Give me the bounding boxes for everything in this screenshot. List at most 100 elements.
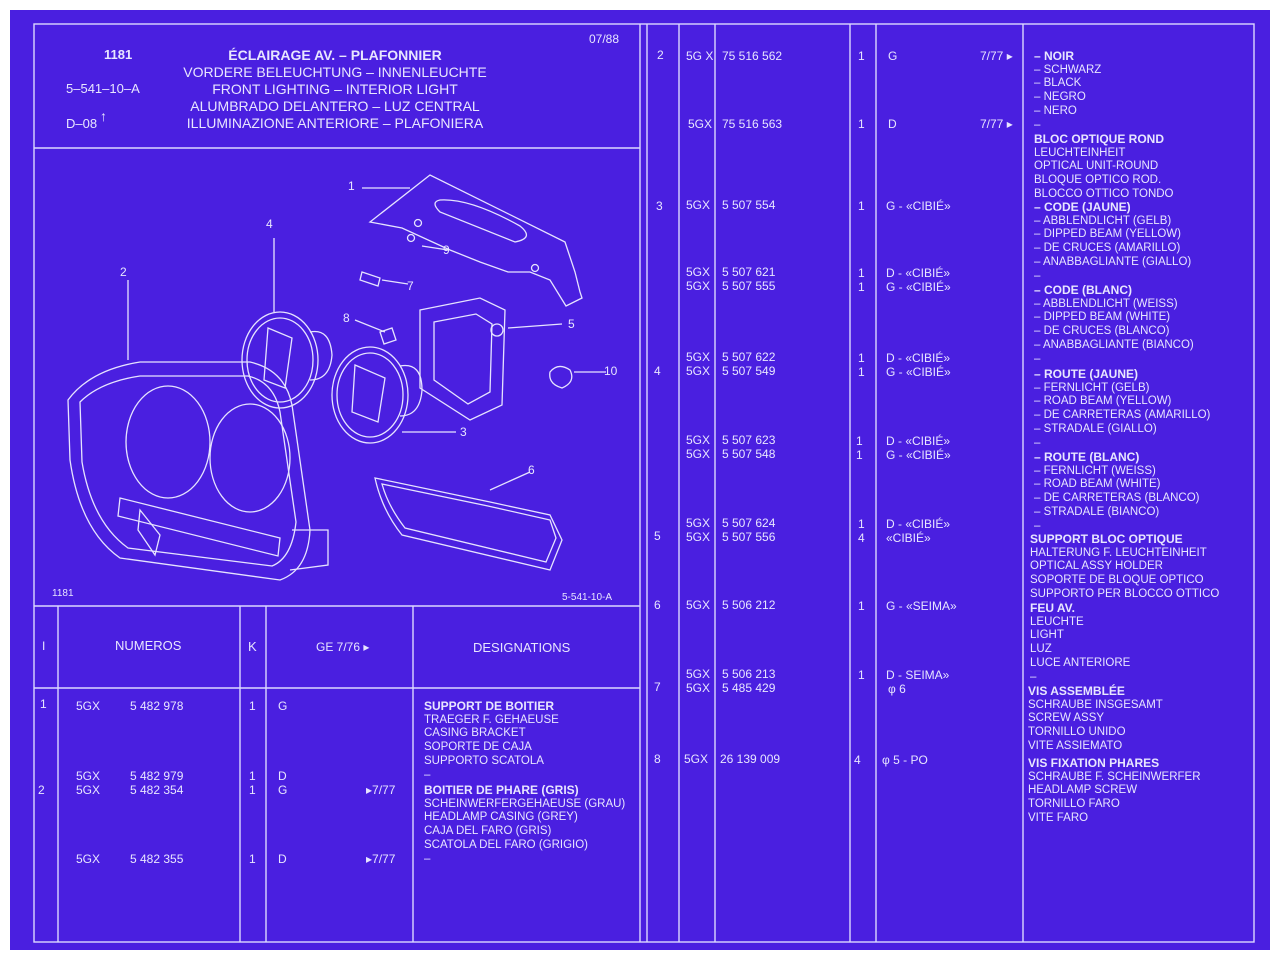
- row-number: 75 516 562: [722, 49, 783, 63]
- designation-line: BLOCCO OTTICO TONDO: [1034, 187, 1174, 200]
- designation-line: TORNILLO UNIDO: [1028, 726, 1126, 739]
- row-k: 1: [858, 668, 865, 682]
- column-header-designations: DESIGNATIONS: [473, 640, 571, 655]
- callout-4: 4: [266, 217, 273, 231]
- row-prefix: 5GX: [76, 769, 101, 783]
- designation-line: – ABBLENDLICHT (GELB): [1034, 214, 1172, 227]
- designation-line: –: [1034, 352, 1041, 365]
- designation-line: – DIPPED BEAM (YELLOW): [1034, 228, 1181, 241]
- row-k: 1: [858, 280, 865, 294]
- arrow-up-icon: ↑: [100, 108, 107, 124]
- row-k: 1: [858, 49, 865, 63]
- designation-line: – DIPPED BEAM (WHITE): [1034, 311, 1171, 324]
- row-index: 7: [654, 680, 661, 694]
- row-date: ▸7/77: [366, 783, 396, 797]
- row-prefix: 5GX: [686, 364, 711, 378]
- column-header-ge: GE 7/76 ▸: [316, 640, 370, 654]
- row-k: 1: [249, 699, 256, 713]
- row-number: 5 507 548: [722, 447, 776, 461]
- designation-line: SCREW ASSY: [1028, 712, 1105, 725]
- row-ge: G - «CIBIÉ»: [886, 365, 951, 379]
- row-ge: D - SEIMA»: [886, 668, 950, 682]
- designation-line: – ANABBAGLIANTE (GIALLO): [1034, 255, 1192, 268]
- row-ge: D: [888, 117, 897, 131]
- designation-line: BLOQUE OPTICO ROD.: [1034, 174, 1162, 187]
- designation-block-noir: – NOIR – SCHWARZ – BLACK – NEGRO – NERO …: [1034, 49, 1101, 132]
- designation-line: – DE CARRETERAS (AMARILLO): [1034, 409, 1211, 422]
- designation-line: – FERNLICHT (WEISS): [1034, 464, 1156, 477]
- row-ge: G - «CIBIÉ»: [886, 280, 951, 294]
- title-de: VORDERE BELEUCHTUNG – INNENLEUCHTE: [183, 64, 487, 80]
- row-k: 1: [858, 365, 865, 379]
- row-number: 5 507 622: [722, 350, 776, 364]
- row-date: ▸7/77: [366, 852, 396, 866]
- row-k: 4: [854, 753, 861, 767]
- designation-line: TRAEGER F. GEHAEUSE: [424, 713, 559, 726]
- row-ge: D - «CIBIÉ»: [886, 517, 951, 531]
- row-number: 5 507 623: [722, 433, 776, 447]
- designation-line: SOPORTE DE BLOQUE OPTICO: [1030, 574, 1204, 587]
- row-k: 1: [858, 117, 865, 131]
- row-number: 5 507 624: [722, 516, 776, 530]
- designation-head: FEU AV.: [1030, 601, 1075, 615]
- row-ge: φ 5 - PO: [882, 753, 928, 767]
- row-prefix: 5GX: [686, 447, 711, 461]
- designation-line: – STRADALE (BIANCO): [1034, 505, 1160, 518]
- callout-1: 1: [348, 179, 355, 193]
- frame-and-diagram: [33, 23, 1255, 943]
- designation-block-feu-av: FEU AV. LEUCHTE LIGHT LUZ LUCE ANTERIORE…: [1030, 601, 1131, 684]
- designation-line: LEUCHTE: [1030, 615, 1084, 628]
- header-code: 1181: [104, 47, 133, 62]
- designation-head: – ROUTE (BLANC): [1034, 450, 1140, 464]
- row-index: 4: [654, 364, 661, 378]
- designation-block-route-jaune: – ROUTE (JAUNE) – FERNLICHT (GELB) – ROA…: [1034, 367, 1211, 450]
- row-index: 3: [656, 199, 663, 213]
- row-date: 7/77 ▸: [980, 49, 1013, 63]
- designation-head: SUPPORT BLOC OPTIQUE: [1030, 532, 1183, 546]
- row-ge: G - «CIBIÉ»: [886, 448, 951, 462]
- row-ge: G: [278, 783, 288, 797]
- designation-line: LUZ: [1030, 643, 1052, 656]
- row-prefix: 5GX: [686, 516, 711, 530]
- designation-block-code-blanc: – CODE (BLANC) – ABBLENDLICHT (WEISS) – …: [1034, 283, 1194, 366]
- outer-border: [33, 23, 1255, 943]
- designation-line: CASING BRACKET: [424, 727, 526, 740]
- designation-line: TORNILLO FARO: [1028, 798, 1120, 811]
- row-prefix: 5GX: [76, 852, 101, 866]
- designation-line: LUCE ANTERIORE: [1030, 656, 1131, 669]
- callout-3: 3: [460, 425, 467, 439]
- row-number: 5 482 354: [130, 783, 184, 797]
- designation-head: BLOC OPTIQUE ROND: [1034, 132, 1165, 146]
- row-ge: D - «CIBIÉ»: [886, 266, 951, 280]
- row-prefix: 5GX: [686, 350, 711, 364]
- row-index: 1: [40, 697, 47, 711]
- designation-block-boitier-phare: BOITIER DE PHARE (GRIS) SCHEINWERFERGEHA…: [424, 783, 625, 866]
- row-k: 1: [856, 448, 863, 462]
- row-number: 75 516 563: [722, 117, 783, 131]
- designation-line: VITE ASSIEMATO: [1028, 739, 1123, 752]
- designation-line: –: [1034, 118, 1041, 131]
- row-number: 5 482 355: [130, 852, 184, 866]
- row-k: 1: [858, 517, 865, 531]
- row-k: 1: [858, 599, 865, 613]
- row-number: 5 507 621: [722, 265, 776, 279]
- designation-block-code-jaune: – CODE (JAUNE) – ABBLENDLICHT (GELB) – D…: [1034, 200, 1192, 283]
- row-index: 8: [654, 752, 661, 766]
- designation-line: SUPPORTO PER BLOCCO OTTICO: [1030, 587, 1220, 600]
- designation-line: – DE CARRETERAS (BLANCO): [1034, 492, 1200, 505]
- designation-head: – CODE (JAUNE): [1034, 200, 1131, 214]
- title-fr: ÉCLAIRAGE AV. – PLAFONNIER: [228, 47, 442, 63]
- title-it: ILLUMINAZIONE ANTERIORE – PLAFONIERA: [186, 115, 484, 131]
- row-ge: D - «CIBIÉ»: [886, 434, 951, 448]
- designation-line: CAJA DEL FARO (GRIS): [424, 825, 552, 838]
- column-header-index: I: [42, 639, 46, 653]
- column-header-numbers: NUMEROS: [115, 638, 182, 653]
- designation-line: SUPPORTO SCATOLA: [424, 754, 544, 767]
- row-k: 1: [249, 783, 256, 797]
- designation-line: – STRADALE (GIALLO): [1034, 422, 1157, 435]
- row-k: 1: [858, 199, 865, 213]
- designation-line: – ANABBAGLIANTE (BIANCO): [1034, 338, 1194, 351]
- designation-line: – FERNLICHT (GELB): [1034, 381, 1150, 394]
- row-k: 1: [249, 769, 256, 783]
- designation-line: OPTICAL ASSY HOLDER: [1030, 560, 1163, 573]
